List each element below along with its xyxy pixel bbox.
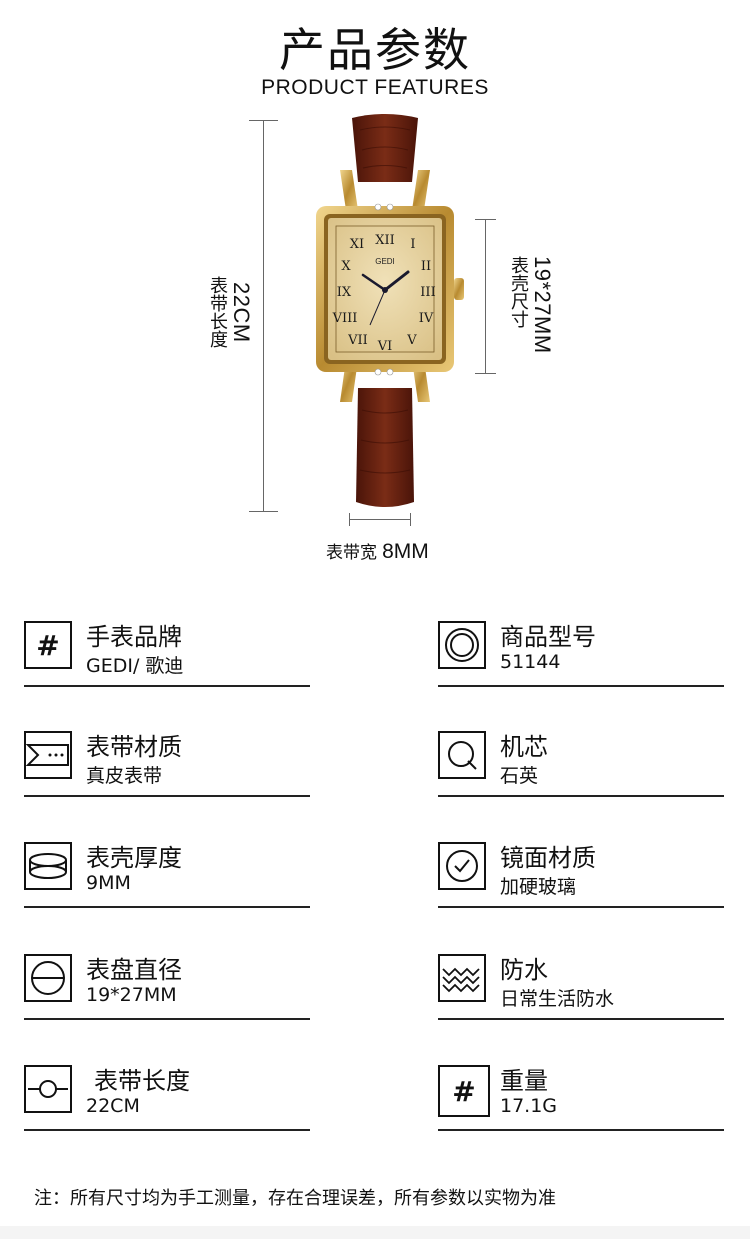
watch-brand-mark: GEDI [375, 257, 395, 266]
case-size-dimension-label: 表壳尺寸 [508, 256, 529, 328]
spec-divider [24, 795, 310, 797]
bottom-band [0, 1226, 750, 1239]
spec-item-water-resistance: 防水 日常生活防水 [438, 954, 724, 1034]
spec-label: 机芯 [500, 733, 548, 761]
spec-value: 19*27MM [86, 984, 177, 1006]
spec-divider [438, 685, 724, 687]
svg-text:XI: XI [350, 237, 364, 252]
band-width-dimension-cap-left [349, 513, 350, 526]
band-width-dimension-line [349, 519, 411, 520]
spec-value: 日常生活防水 [500, 988, 615, 1010]
spec-divider [24, 685, 310, 687]
strap-length-icon [24, 1065, 72, 1113]
svg-text:VII: VII [347, 333, 368, 348]
strap-length-dimension-cap-bottom [249, 511, 278, 512]
spec-value: 石英 [500, 765, 539, 787]
watch-crown [454, 278, 464, 300]
svg-text:XII: XII [375, 233, 395, 248]
watch-image: XII I II III IV V VI VII VIII IX X XI GE… [316, 114, 464, 507]
waves-icon [438, 954, 486, 1002]
band-width-dimension-cap-right [410, 513, 411, 526]
strap-upper [352, 114, 418, 182]
spec-item-brand: # 手表品牌 GEDI/ 歌迪 [24, 621, 310, 701]
case-size-dimension-value: 19*27MM [530, 256, 555, 354]
spec-label: 镜面材质 [500, 844, 596, 872]
spec-value: 加硬玻璃 [500, 876, 577, 898]
strap-icon [24, 731, 72, 779]
spec-value: 17.1G [500, 1095, 558, 1117]
svg-text:VI: VI [377, 339, 393, 354]
spec-label: 表盘直径 [86, 956, 182, 984]
svg-text:IV: IV [419, 311, 434, 326]
strap-length-dimension-value: 22CM [229, 282, 254, 343]
spec-value: GEDI/ 歌迪 [86, 655, 184, 677]
band-width-dimension-value: 8MM [382, 540, 429, 563]
spec-divider [24, 1129, 310, 1131]
spec-label: 表壳厚度 [86, 844, 182, 872]
case-thickness-icon [24, 842, 72, 890]
spec-item-strap-length: 表带长度 22CM [24, 1065, 310, 1145]
case-size-dimension-cap-bottom [475, 373, 496, 374]
spec-label: 商品型号 [500, 623, 596, 651]
hash-icon: # [24, 621, 72, 669]
spec-item-movement: 机芯 石英 [438, 731, 724, 811]
strap-lower [356, 388, 414, 507]
check-circle-icon [438, 842, 486, 890]
svg-text:VIII: VIII [332, 311, 358, 326]
spec-value: 真皮表带 [86, 765, 163, 787]
spec-item-case-thickness: 表壳厚度 9MM [24, 842, 310, 922]
spec-item-strap-material: 表带材质 真皮表带 [24, 731, 310, 811]
svg-text:V: V [406, 333, 417, 348]
spec-item-crystal: 镜面材质 加硬玻璃 [438, 842, 724, 922]
spec-divider [24, 906, 310, 908]
case-size-dimension-cap-top [475, 219, 496, 220]
hash-icon: # [438, 1065, 490, 1117]
svg-text:X: X [341, 259, 351, 274]
spec-divider [438, 1129, 724, 1131]
spec-label: 手表品牌 [86, 623, 182, 651]
spec-divider [438, 906, 724, 908]
spec-divider [438, 1018, 724, 1020]
spec-value: 9MM [86, 872, 131, 894]
measurement-note: 注：所有尺寸均为手工测量，存在合理误差，所有参数以实物为准 [34, 1188, 556, 1209]
dial-diameter-icon [24, 954, 72, 1002]
spec-item-weight: # 重量 17.1G [438, 1065, 724, 1145]
svg-text:I: I [410, 237, 415, 252]
spec-item-dial-diameter: 表盘直径 19*27MM [24, 954, 310, 1034]
spec-divider [438, 795, 724, 797]
svg-text:II: II [421, 259, 431, 274]
concentric-circles-icon [438, 621, 486, 669]
svg-text:IX: IX [337, 285, 352, 300]
spec-label: 表带长度 [94, 1067, 190, 1095]
spec-divider [24, 1018, 310, 1020]
spec-label: 防水 [500, 956, 548, 984]
page-title: 产品参数 [279, 23, 471, 77]
spec-label: 重量 [500, 1067, 548, 1095]
band-width-dimension-label: 表带宽 [326, 543, 377, 563]
strap-length-dimension-line [263, 120, 264, 512]
spec-label: 表带材质 [86, 733, 182, 761]
svg-text:III: III [420, 285, 435, 300]
strap-length-dimension-label: 表带长度 [207, 276, 228, 348]
spec-value: 22CM [86, 1095, 140, 1117]
page-subtitle: PRODUCT FEATURES [261, 76, 489, 99]
magnifier-q-icon [438, 731, 486, 779]
case-size-dimension-line [485, 219, 486, 374]
band-width-dimension-text: 表带宽 8MM [326, 538, 429, 564]
spec-value: 51144 [500, 651, 561, 673]
spec-item-model: 商品型号 51144 [438, 621, 724, 701]
strap-length-dimension-cap-top [249, 120, 278, 121]
